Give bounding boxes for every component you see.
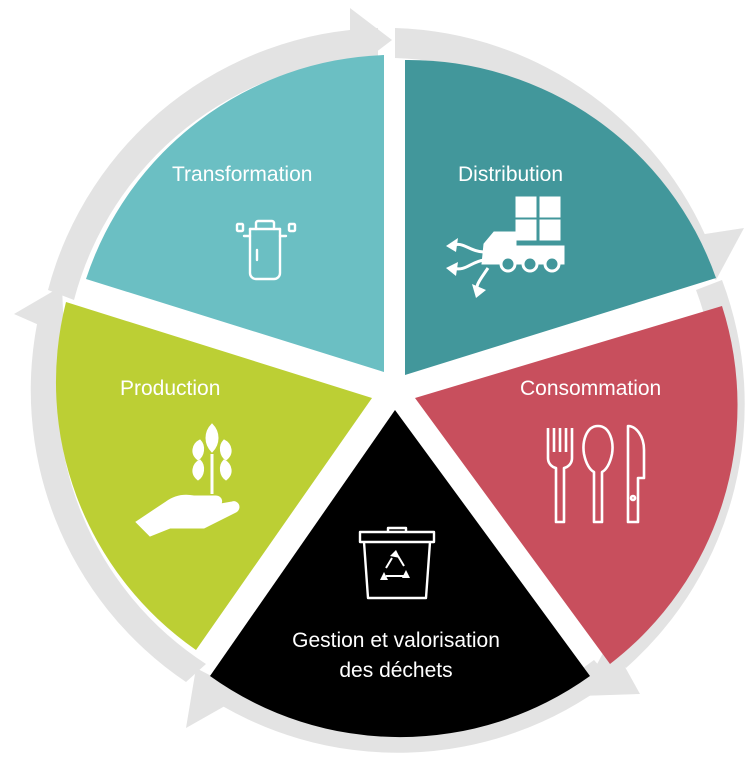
ring-arc-5 bbox=[48, 28, 378, 300]
label-transformation: Transformation bbox=[172, 163, 313, 186]
cutlery-icon bbox=[546, 424, 646, 524]
ring-arrowhead bbox=[14, 286, 64, 336]
ring-arrowhead bbox=[580, 640, 640, 696]
segment-production bbox=[55, 302, 373, 650]
label-consommation: Consommation bbox=[520, 377, 662, 400]
ring-arrowhead bbox=[350, 8, 392, 72]
recycling-bin-icon bbox=[358, 526, 436, 600]
segment-dechets bbox=[210, 410, 590, 738]
wheat-in-hand-icon bbox=[135, 423, 240, 537]
label-dechets: Gestion et valorisation des déchets bbox=[292, 629, 500, 682]
label-production: Production bbox=[120, 377, 221, 400]
ring-arc-4 bbox=[30, 310, 207, 682]
ring-arrowhead bbox=[186, 668, 246, 728]
delivery-truck-icon bbox=[446, 196, 565, 298]
ring-arc-3 bbox=[200, 660, 612, 753]
cooking-pot-icon bbox=[235, 219, 297, 281]
label-distribution: Distribution bbox=[458, 163, 564, 186]
segment-consommation bbox=[415, 306, 738, 664]
segment-transformation bbox=[86, 55, 384, 372]
